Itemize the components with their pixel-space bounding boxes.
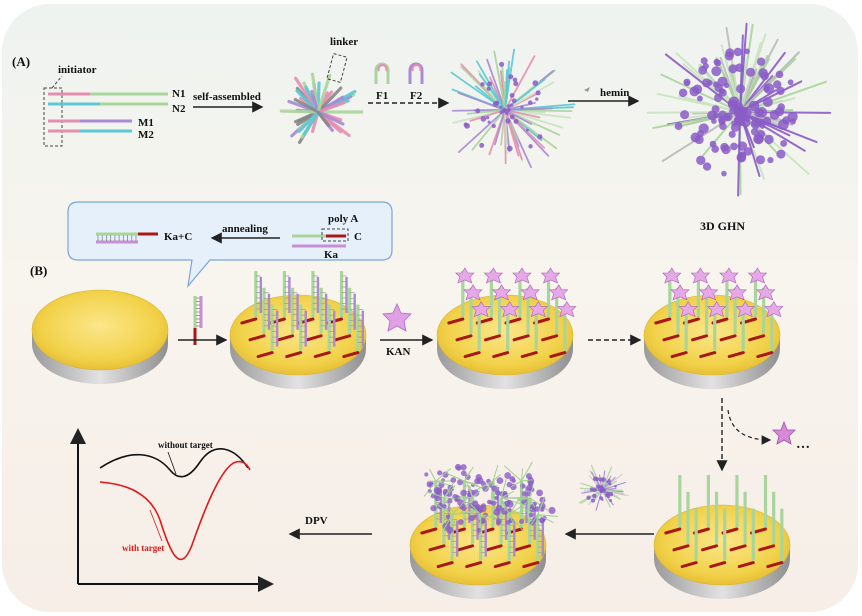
poly-a-label: poly A	[328, 213, 358, 225]
without-target-label: without target	[158, 440, 213, 450]
gold-electrode-ghn	[409, 461, 559, 599]
hairpin-f2-icon	[408, 62, 424, 84]
linker-label: linker	[330, 36, 358, 48]
ka-c-label: Ka+C	[164, 231, 192, 243]
hemin-label: hemin	[600, 87, 629, 99]
released-complex-icon	[772, 420, 796, 445]
poly-a-box	[321, 228, 349, 242]
linker-box	[326, 53, 348, 83]
kanamycin-star-icon	[382, 303, 412, 332]
gold-electrode-washed	[643, 267, 784, 389]
initiator-box	[43, 87, 63, 147]
ellipsis-label: …	[796, 437, 810, 452]
gold-electrode-bare	[31, 289, 169, 384]
curve-without-target	[99, 448, 249, 478]
strand-label-n1: N1	[172, 88, 185, 100]
ka-c-duplex	[96, 232, 158, 244]
probe-duplex-icon	[193, 296, 203, 345]
strand-label-m2: M2	[138, 129, 154, 141]
3d-ghn-structure	[647, 22, 832, 197]
release-branch-arrow	[727, 409, 772, 445]
f2-label: F2	[410, 90, 423, 102]
background-panel	[2, 4, 858, 612]
hemin-icon	[584, 87, 590, 92]
annealing-label: annealing	[222, 223, 268, 235]
f1-label: F1	[376, 90, 388, 102]
gold-electrode-kan	[436, 267, 577, 389]
gold-electrode-released	[653, 475, 791, 599]
annealing-callout	[67, 201, 393, 289]
hairpin-f1-icon	[374, 62, 390, 84]
3d-ghn-probe-icon	[578, 464, 629, 511]
strand-label-m1: M1	[138, 117, 154, 129]
dpv-label: DPV	[305, 515, 328, 527]
3d-ghn-label: 3D GHN	[700, 219, 745, 233]
panel-b-label: (B)	[30, 263, 47, 278]
dpv-plot: without target with target	[70, 428, 274, 592]
initiator-label: initiator	[58, 64, 97, 76]
self-assembled-label: self-assembled	[193, 91, 261, 103]
c-label: C	[354, 231, 362, 243]
curve-with-target	[99, 460, 251, 561]
panel-a-label: (A)	[12, 54, 30, 69]
dna-nanostructure-star	[279, 72, 364, 145]
strand-label-n2: N2	[172, 103, 186, 115]
dna-nanostructure-hybridized	[450, 48, 576, 169]
gold-electrode-probe	[229, 271, 367, 389]
ka-label: Ka	[324, 249, 339, 261]
kan-label: KAN	[386, 346, 411, 358]
with-target-label: with target	[122, 543, 164, 553]
